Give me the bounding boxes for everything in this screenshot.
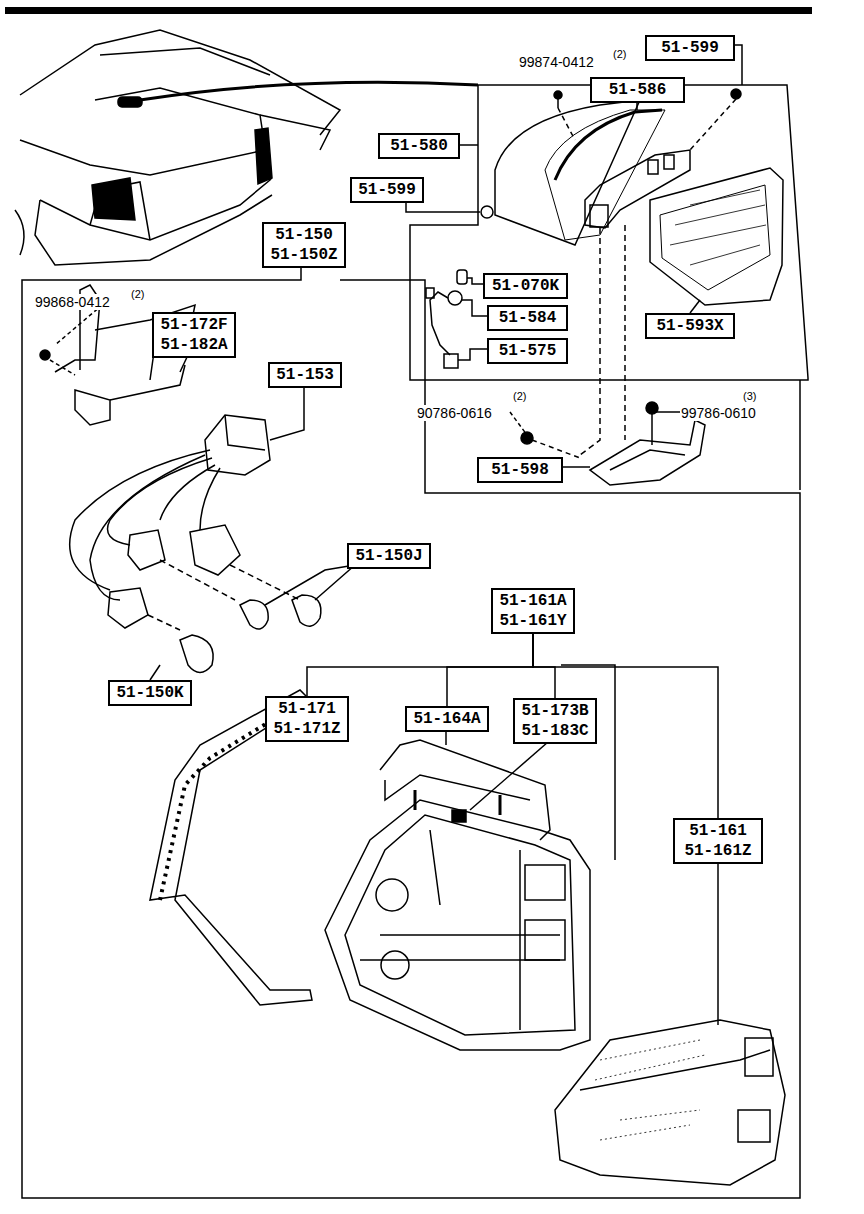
- part-number: 51-150Z: [270, 245, 337, 265]
- part-number-box: 51-584: [487, 305, 568, 331]
- bolt-number: 99786-0610: [680, 405, 757, 421]
- bolt-number: 99868-0412: [34, 294, 111, 310]
- part-number: 51-161Y: [499, 611, 566, 631]
- part-number: 51-171Z: [273, 719, 340, 739]
- part-number: 51-183C: [521, 721, 588, 741]
- part-number: 51-161: [689, 821, 747, 841]
- part-number-box: 51-172F51-182A: [152, 312, 236, 358]
- part-number-box: 51-17151-171Z: [265, 696, 349, 742]
- part-number-box: 51-593X: [645, 313, 735, 339]
- part-number: 51-599: [661, 38, 719, 58]
- part-number: 51-161A: [499, 591, 566, 611]
- quantity-note: (2): [512, 390, 527, 402]
- bolt-number: 90786-0616: [416, 405, 493, 421]
- part-number: 51-150: [275, 225, 333, 245]
- bolt-number: 99874-0412: [518, 54, 595, 70]
- part-number: 51-153: [276, 365, 334, 385]
- part-number-box: 51-575: [487, 338, 568, 364]
- part-number: 51-164A: [413, 709, 480, 729]
- part-number: 51-172F: [160, 315, 227, 335]
- part-number: 51-150K: [116, 683, 183, 703]
- part-number: 51-161Z: [684, 841, 751, 861]
- quantity-note: (2): [612, 48, 627, 60]
- quantity-note: (2): [130, 288, 145, 300]
- part-number: 51-575: [499, 341, 557, 361]
- quantity-note: (3): [742, 390, 757, 402]
- part-number-box: 51-580: [378, 133, 460, 159]
- part-number-box: 51-150J: [347, 543, 431, 569]
- part-number-box: 51-15051-150Z: [262, 222, 346, 268]
- part-number: 51-586: [609, 80, 667, 100]
- part-number-box: 51-598: [477, 457, 563, 483]
- part-number-box: 51-150K: [108, 680, 192, 706]
- part-number-box: 51-153: [268, 362, 342, 388]
- part-number: 51-584: [499, 308, 557, 328]
- part-number-box: 51-070K: [483, 273, 568, 299]
- part-number: 51-182A: [160, 335, 227, 355]
- part-number-box: 51-16151-161Z: [673, 818, 763, 864]
- part-number: 51-593X: [656, 316, 723, 336]
- part-number: 51-599: [358, 180, 416, 200]
- leader-line: [307, 634, 533, 696]
- part-number-box: 51-599: [645, 35, 735, 61]
- part-number-box: 51-164A: [405, 706, 489, 732]
- part-number-box: 51-586: [590, 77, 685, 103]
- part-number-box: 51-173B51-183C: [513, 698, 597, 744]
- part-number: 51-070K: [492, 276, 559, 296]
- part-number: 51-173B: [521, 701, 588, 721]
- leader-line: [447, 634, 533, 706]
- leader-line: [533, 634, 555, 698]
- part-number-box: 51-161A51-161Y: [491, 588, 575, 634]
- part-number: 51-598: [491, 460, 549, 480]
- part-number: 51-580: [390, 136, 448, 156]
- part-number-box: 51-599: [350, 177, 424, 203]
- part-number: 51-150J: [355, 546, 422, 566]
- part-number: 51-171: [278, 699, 336, 719]
